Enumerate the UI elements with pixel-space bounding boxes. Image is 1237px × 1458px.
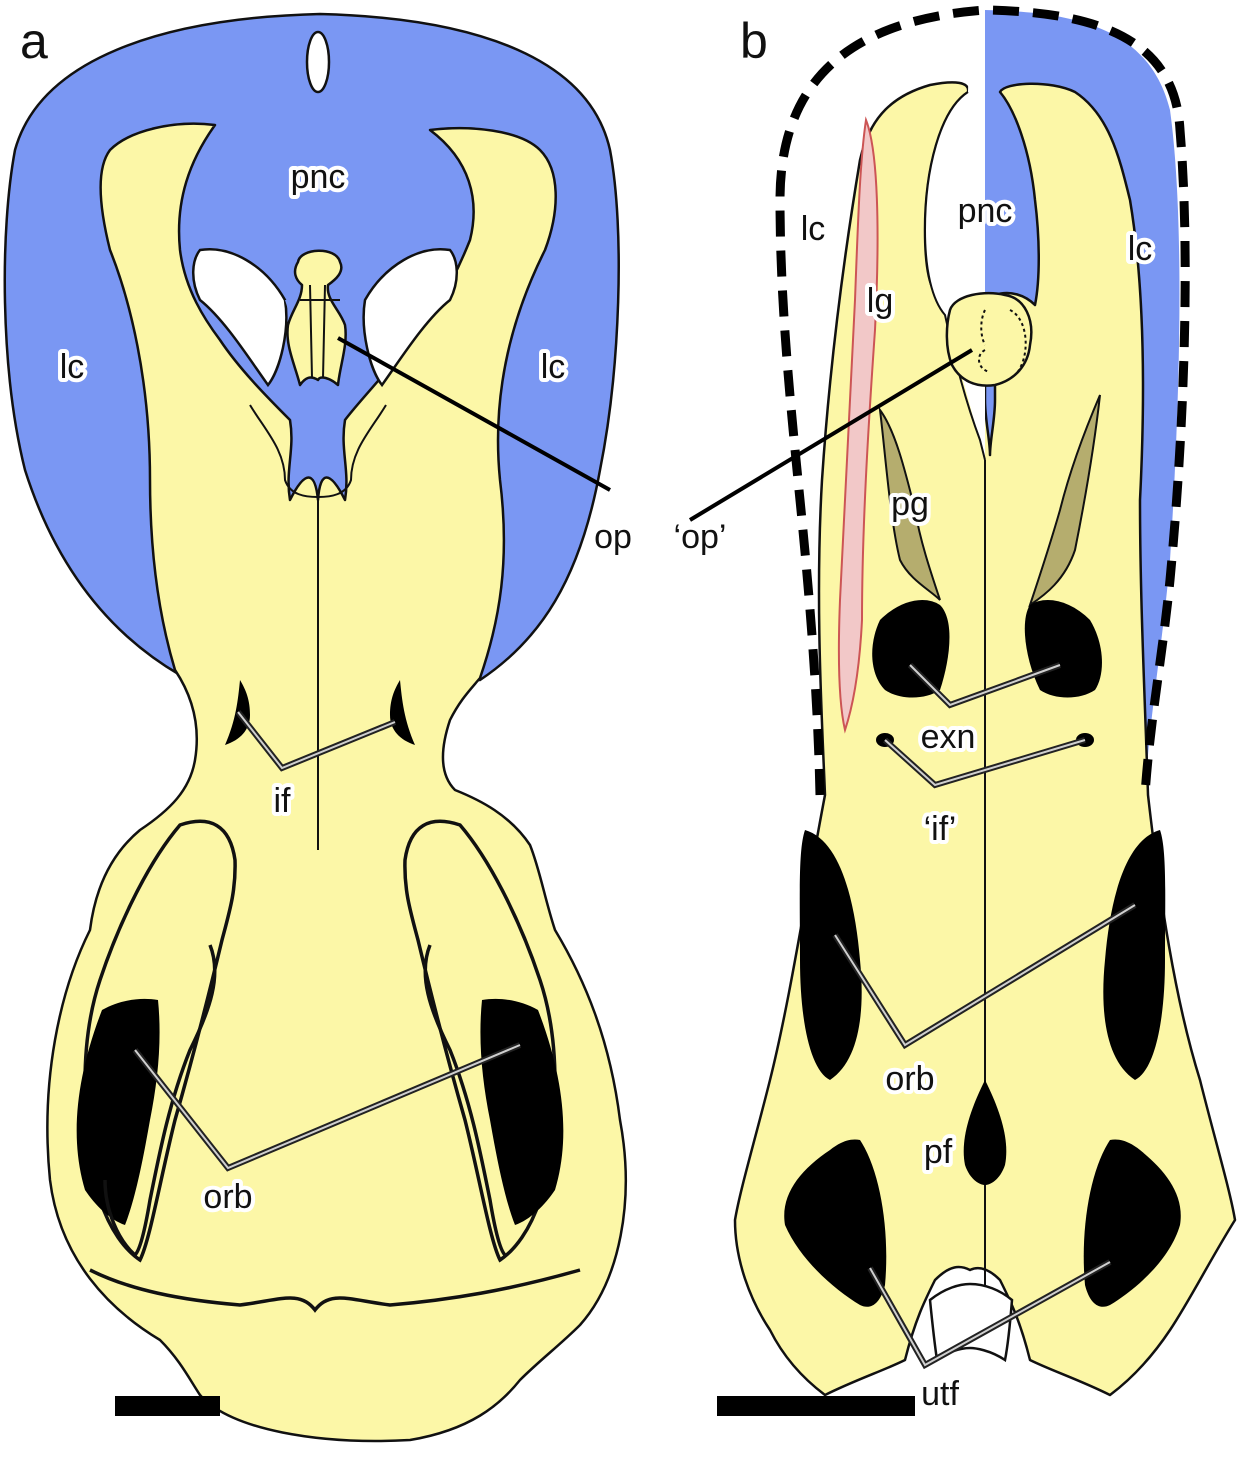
panel-a-label-lc-left: lc: [60, 348, 85, 386]
panel-a-central-structure: [287, 251, 345, 385]
panel-b-label-orb: orb: [885, 1060, 934, 1098]
panel-a-label-lc-right: lc: [541, 348, 566, 386]
panel-b-label-pf: pf: [924, 1133, 953, 1171]
panel-b-label-lg: lg: [867, 282, 893, 320]
panel-b-label-pnc: pnc: [958, 192, 1013, 230]
panel-b-label-lc-left: lc: [801, 210, 826, 248]
panel-b-label-op: ‘op’: [674, 518, 727, 556]
panel-b-label-pg: pg: [891, 485, 929, 523]
panel-a-letter: a: [20, 13, 48, 69]
panel-b: b: [674, 10, 1235, 1416]
panel-a: a: [5, 13, 632, 1441]
panel-a-label-if: if: [274, 782, 292, 820]
panel-b-label-lc-right: lc: [1128, 230, 1153, 268]
panel-a-cap-foramen: [307, 32, 329, 92]
panel-b-label-exn: exn: [921, 718, 976, 756]
panel-a-label-op: op: [594, 518, 632, 556]
panel-b-label-utf: utf: [921, 1375, 959, 1413]
panel-b-label-if: ‘if’: [924, 810, 957, 848]
panel-a-label-orb: orb: [203, 1178, 252, 1216]
panel-b-scale-bar: [717, 1396, 915, 1416]
panel-b-letter: b: [740, 13, 768, 69]
panel-a-label-pnc: pnc: [291, 158, 346, 196]
panel-a-scale-bar: [115, 1396, 220, 1416]
